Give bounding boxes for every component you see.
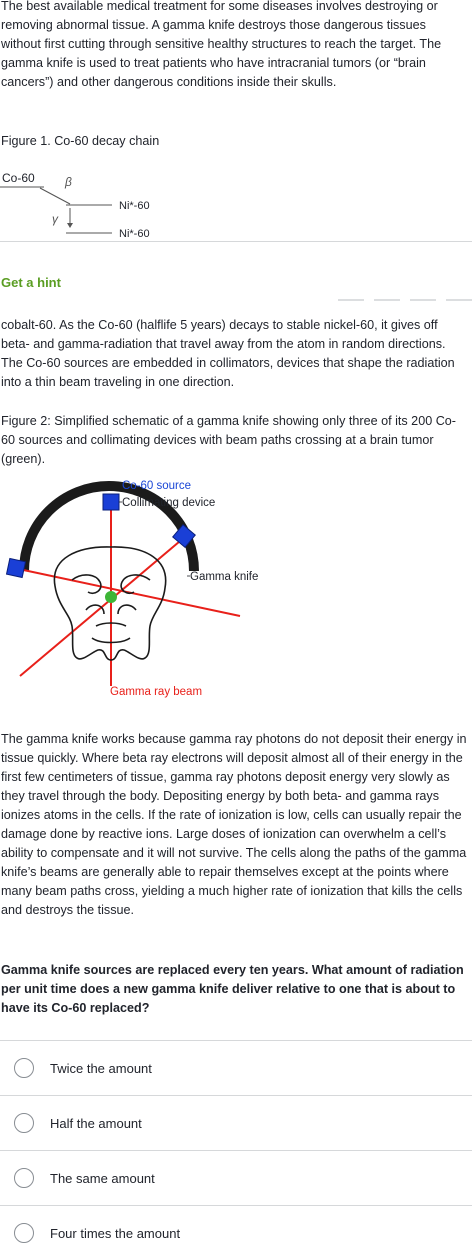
intro-paragraph: The best available medical treatment for… [1,0,442,89]
question-text: Gamma knife sources are replaced every t… [1,963,464,1015]
answer-choices: Twice the amount Half the amount The sam… [0,1040,472,1260]
radio-button[interactable] [14,1113,34,1133]
choice-twice[interactable]: Twice the amount [0,1040,472,1095]
gamma-arrowhead [67,223,73,228]
choice-half[interactable]: Half the amount [0,1095,472,1150]
co60-source-right [172,524,196,548]
figure1-caption-label: Figure 1 [1,134,48,148]
excited-label: Ni*-60 [119,200,150,212]
beam-right [19,535,187,677]
label-gamma-ray-beam: Gamma ray beam [110,686,202,698]
parent-label: Co-60 [2,171,35,185]
figure2-caption-text: : Simplified schematic of a gamma knife … [1,414,456,466]
beam-left [13,567,241,617]
radio-button[interactable] [14,1223,34,1243]
gamma-symbol: γ [52,212,59,226]
choice-label: Twice the amount [50,1061,152,1076]
gamma-ray-beams [13,504,241,686]
head-outline [53,546,167,661]
gamma-knife-schematic: Co-60 source Collimating device Gamma kn… [5,480,258,698]
choice-label: Four times the amount [50,1226,181,1241]
decay-chain-diagram: Co-60 β Ni*-60 γ Ni*-60 [0,171,150,240]
co60-source-left [5,557,27,579]
co60-source-top [102,493,120,511]
divider [0,241,472,242]
figure1-caption-text: . Co-60 decay chain [47,134,160,148]
label-co60-source: Co-60 source [122,480,191,492]
hint-progress-dashes [338,299,472,301]
figure2-caption-label: Figure 2 [1,414,48,428]
get-hint-link[interactable]: Get a hint [1,275,61,290]
choice-label: The same amount [50,1171,155,1186]
beta-arrow [39,187,71,205]
ground-label: Ni*-60 [119,228,150,240]
third-paragraph: The gamma knife works because gamma ray … [1,732,467,917]
label-collimating-device: Collimating device [122,497,215,509]
radio-button[interactable] [14,1058,34,1078]
tumor [105,591,117,603]
choice-same[interactable]: The same amount [0,1150,472,1205]
figure1-caption: Figure 1. Co-60 decay chain [1,132,469,151]
figure2-caption: Figure 2: Simplified schematic of a gamm… [1,412,469,469]
second-paragraph: cobalt-60. As the Co-60 (halflife 5 year… [1,318,455,389]
beta-symbol: β [64,175,72,189]
label-gamma-knife: Gamma knife [190,571,258,583]
choice-label: Half the amount [50,1116,142,1131]
choice-four-times[interactable]: Four times the amount [0,1205,472,1260]
radio-button[interactable] [14,1168,34,1188]
